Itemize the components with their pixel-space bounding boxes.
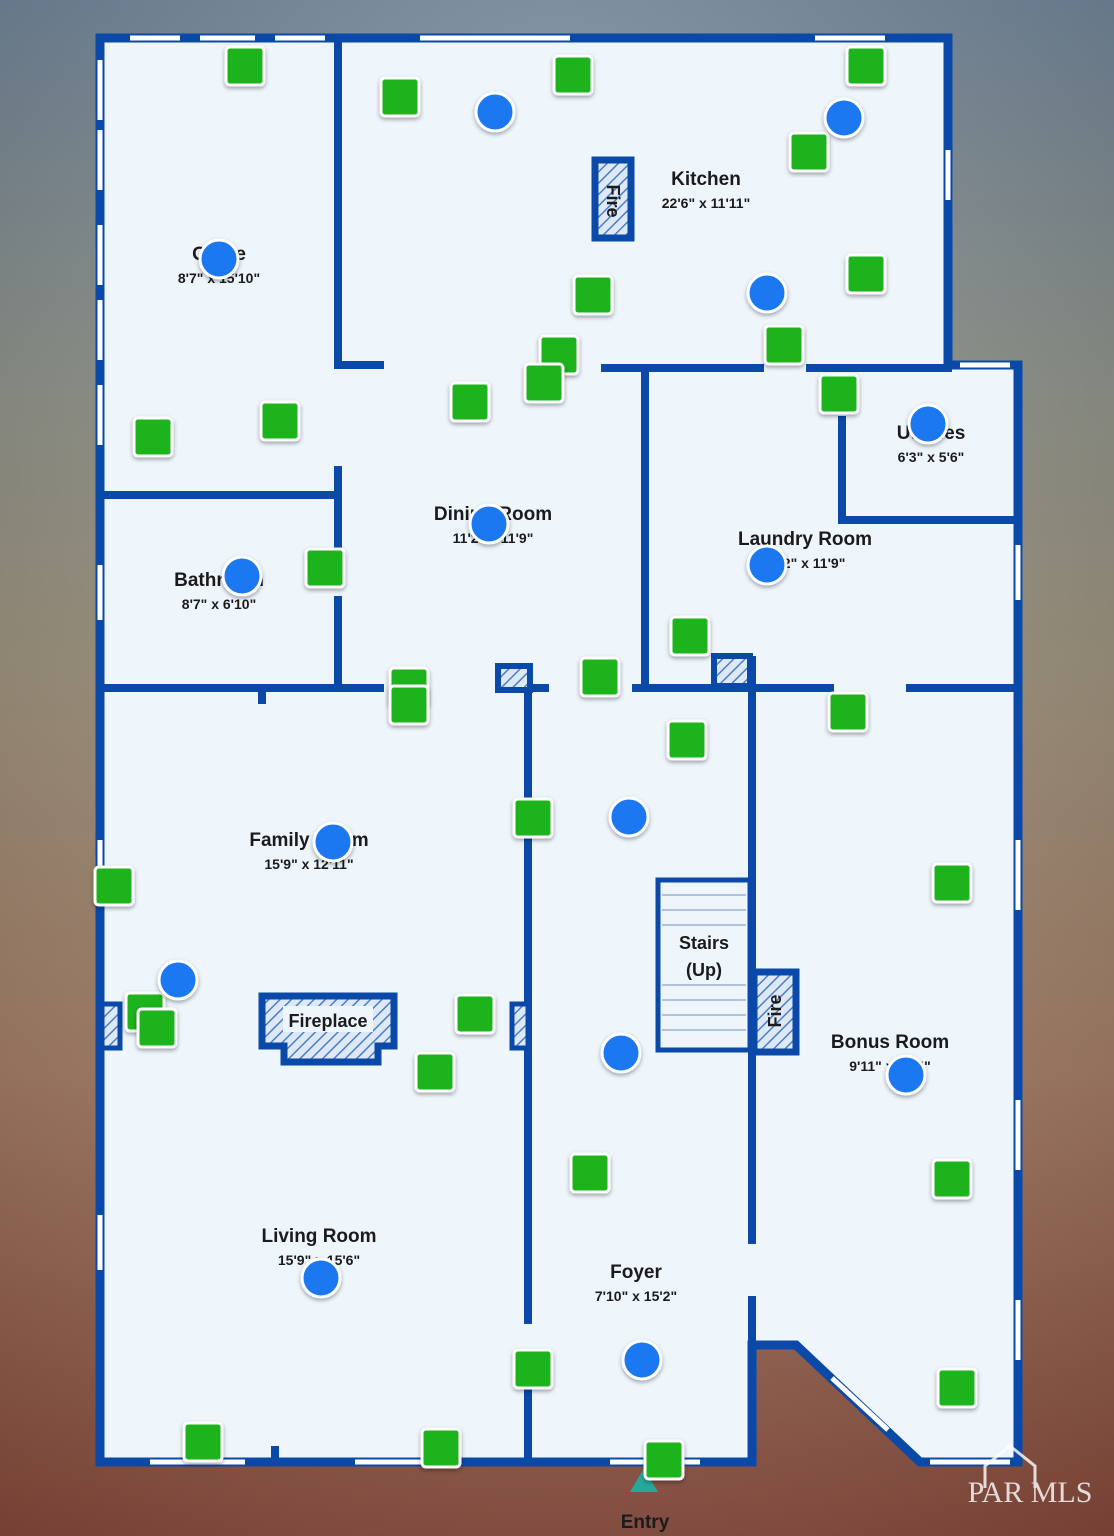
photo-square-marker[interactable] <box>420 1427 462 1469</box>
photo-square-marker[interactable] <box>572 274 614 316</box>
pillar-hatch <box>711 653 753 689</box>
photo-square-marker[interactable] <box>512 1348 554 1390</box>
stairs: Stairs (Up) <box>655 877 753 1053</box>
photo-square-marker[interactable] <box>379 76 421 118</box>
stairs-direction-label: (Up) <box>686 960 722 980</box>
kitchen-name: Kitchen <box>671 169 741 190</box>
outer-walls <box>95 33 1023 1467</box>
foyer-name: Foyer <box>610 1262 662 1283</box>
bonus-name: Bonus Room <box>831 1032 949 1053</box>
photo-dot-marker[interactable] <box>300 1257 342 1299</box>
photo-square-marker[interactable] <box>414 1051 456 1093</box>
foyer-dims: 7'10" x 15'2" <box>595 1288 677 1304</box>
photo-square-marker[interactable] <box>449 381 491 423</box>
photo-dot-marker[interactable] <box>468 503 510 545</box>
fireplace-label: Fireplace <box>288 1011 367 1031</box>
kitchen-fire-box: Fire <box>591 156 635 242</box>
photo-dot-marker[interactable] <box>885 1054 927 1096</box>
kitchen-fire-label: Fire <box>603 184 623 217</box>
living-name: Living Room <box>261 1226 376 1247</box>
laundry-name: Laundry Room <box>738 529 872 550</box>
photo-square-marker[interactable] <box>388 684 430 726</box>
photo-square-marker[interactable] <box>523 362 565 404</box>
kitchen-dims: 22'6" x 11'11" <box>662 195 750 211</box>
photo-dot-marker[interactable] <box>312 821 354 863</box>
photo-square-marker[interactable] <box>136 1007 178 1049</box>
photo-square-marker[interactable] <box>259 400 301 442</box>
stairs-fire-box: Fire <box>750 968 800 1056</box>
photo-square-marker[interactable] <box>931 862 973 904</box>
photo-dot-marker[interactable] <box>474 91 516 133</box>
wall-hatch <box>509 1001 531 1051</box>
photo-square-marker[interactable] <box>512 797 554 839</box>
photo-square-marker[interactable] <box>93 865 135 907</box>
photo-dot-marker[interactable] <box>600 1032 642 1074</box>
bathroom-dims: 8'7" x 6'10" <box>182 596 256 612</box>
photo-square-marker[interactable] <box>182 1421 224 1463</box>
photo-square-marker[interactable] <box>454 993 496 1035</box>
photo-dot-marker[interactable] <box>621 1339 663 1381</box>
photo-square-marker[interactable] <box>818 373 860 415</box>
photo-dot-marker[interactable] <box>198 238 240 280</box>
photo-dot-marker[interactable] <box>746 544 788 586</box>
photo-dot-marker[interactable] <box>907 403 949 445</box>
photo-square-marker[interactable] <box>132 416 174 458</box>
stairs-label: Stairs <box>679 933 729 953</box>
entry-marker: Entry <box>621 1468 670 1533</box>
photo-dot-marker[interactable] <box>221 555 263 597</box>
photo-square-marker[interactable] <box>827 691 869 733</box>
photo-dot-marker[interactable] <box>157 959 199 1001</box>
photo-square-marker[interactable] <box>845 253 887 295</box>
photo-square-marker[interactable] <box>763 324 805 366</box>
watermark-logo: PAR MLS <box>968 1444 1093 1509</box>
photo-square-marker[interactable] <box>936 1367 978 1409</box>
fireplace: Fireplace <box>258 992 398 1066</box>
stairs-fire-label: Fire <box>765 994 785 1027</box>
photo-square-marker[interactable] <box>669 615 711 657</box>
photo-square-marker[interactable] <box>579 656 621 698</box>
photo-square-marker[interactable] <box>643 1439 685 1481</box>
photo-square-marker[interactable] <box>552 54 594 96</box>
photo-square-marker[interactable] <box>788 131 830 173</box>
interior-walls <box>96 36 1022 1466</box>
photo-square-marker[interactable] <box>304 547 346 589</box>
watermark-text: PAR MLS <box>968 1476 1093 1509</box>
utilities-dims: 6'3" x 5'6" <box>898 449 965 465</box>
photo-square-marker[interactable] <box>666 719 708 761</box>
photo-dot-marker[interactable] <box>823 97 865 139</box>
photo-square-marker[interactable] <box>931 1158 973 1200</box>
photo-dot-marker[interactable] <box>746 272 788 314</box>
entry-label: Entry <box>621 1512 670 1533</box>
floor-area <box>100 38 1018 1462</box>
wall-hatch <box>99 1001 123 1051</box>
photo-square-marker[interactable] <box>224 45 266 87</box>
photo-square-markers <box>93 45 978 1481</box>
photo-dot-markers <box>157 91 949 1381</box>
pillar-hatch <box>495 663 533 693</box>
photo-square-marker[interactable] <box>845 45 887 87</box>
photo-dot-marker[interactable] <box>608 796 650 838</box>
photo-square-marker[interactable] <box>569 1152 611 1194</box>
